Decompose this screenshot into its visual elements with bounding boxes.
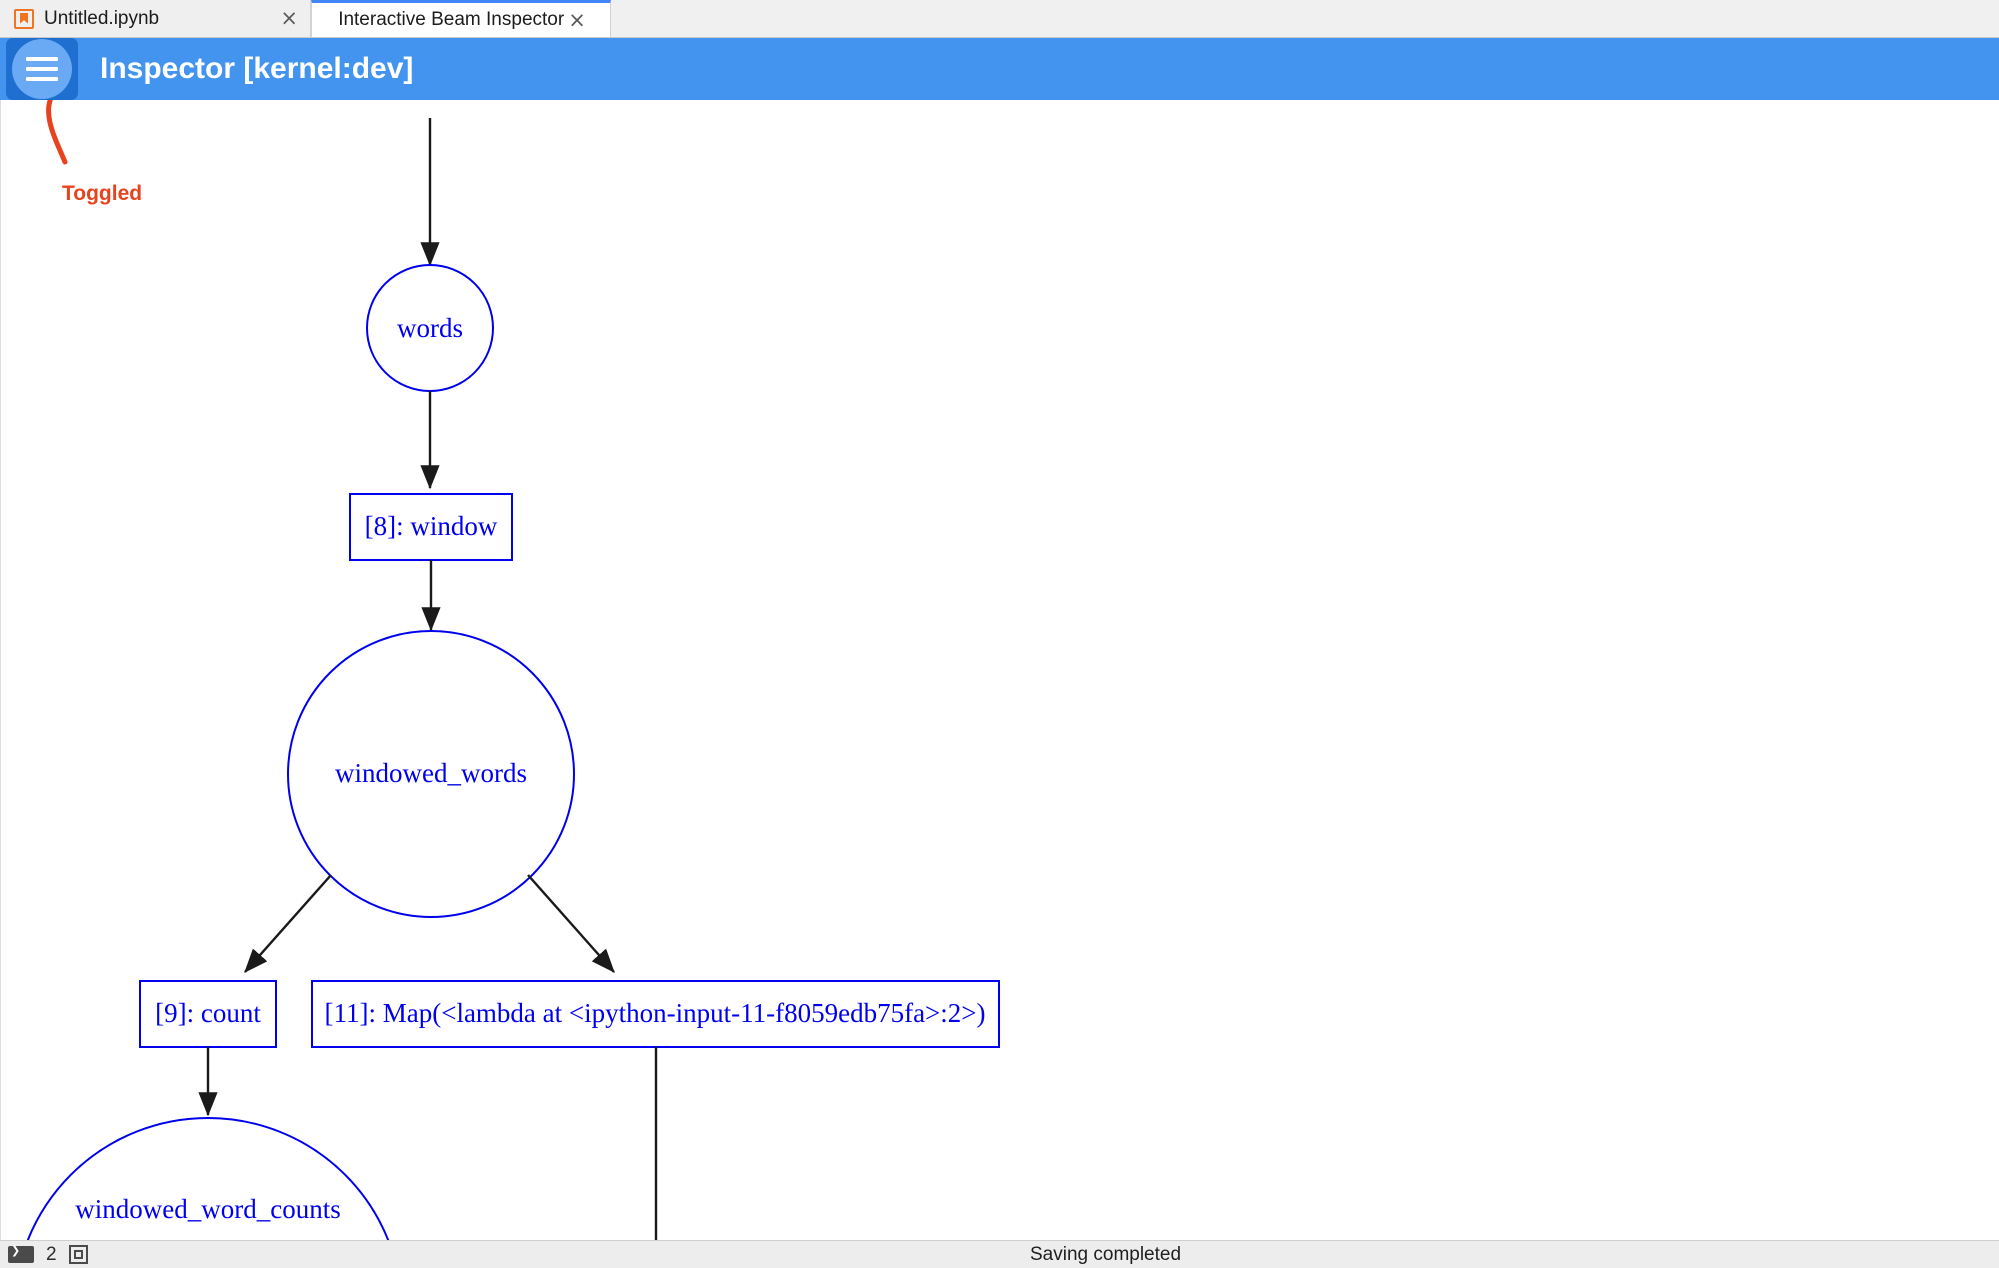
page-title: Inspector [kernel:dev] bbox=[100, 52, 414, 85]
tab-interactive-beam-inspector[interactable]: Interactive Beam Inspector × bbox=[311, 0, 611, 37]
hamburger-bar bbox=[26, 67, 58, 71]
status-bar-left: 2 bbox=[0, 1244, 88, 1266]
chip-icon[interactable] bbox=[68, 1245, 88, 1264]
toggled-annotation: Toggled bbox=[46, 100, 142, 205]
annotation-arrow bbox=[46, 100, 68, 165]
notebook-icon bbox=[14, 8, 34, 29]
hamburger-bar bbox=[26, 57, 58, 61]
node-label: [9]: count bbox=[155, 998, 261, 1028]
status-message: Saving completed bbox=[1030, 1243, 1182, 1265]
pipeline-graph: words [8]: window windowed_words bbox=[14, 118, 1000, 1240]
node-window[interactable]: [8]: window bbox=[349, 493, 513, 561]
node-windowed-words[interactable]: windowed_words bbox=[287, 630, 575, 918]
close-icon[interactable]: × bbox=[568, 7, 586, 32]
status-bar: 2 Saving completed bbox=[0, 1240, 1999, 1268]
node-count[interactable]: [9]: count bbox=[139, 980, 277, 1048]
tab-label: Interactive Beam Inspector bbox=[338, 9, 565, 30]
edge-windowed-words-to-map bbox=[527, 874, 615, 973]
edge-windowed-words-to-count bbox=[244, 874, 332, 973]
tab-bar: Untitled.ipynb × Interactive Beam Inspec… bbox=[0, 0, 1999, 38]
node-label: words bbox=[397, 313, 463, 343]
tab-untitled-ipynb[interactable]: Untitled.ipynb × bbox=[0, 0, 311, 37]
terminal-icon[interactable] bbox=[8, 1244, 34, 1263]
node-label: [8]: window bbox=[365, 511, 498, 541]
node-label: [11]: Map(<lambda at <ipython-input-11-f… bbox=[325, 998, 986, 1028]
hamburger-bar bbox=[26, 77, 58, 81]
annotation-label: Toggled bbox=[62, 182, 142, 205]
node-map[interactable]: [11]: Map(<lambda at <ipython-input-11-f… bbox=[311, 980, 1000, 1048]
inspector-header: Inspector [kernel:dev] bbox=[0, 38, 1999, 100]
node-label: windowed_word_counts bbox=[75, 1194, 340, 1224]
node-label: windowed_words bbox=[335, 758, 527, 788]
hamburger-menu-button[interactable] bbox=[6, 38, 78, 100]
pipeline-graph-canvas[interactable]: words [8]: window windowed_words bbox=[0, 100, 1999, 1240]
kernel-count: 2 bbox=[46, 1243, 57, 1265]
close-icon[interactable]: × bbox=[280, 6, 298, 30]
node-windowed-word-counts[interactable]: windowed_word_counts bbox=[14, 1117, 402, 1240]
hamburger-icon bbox=[12, 39, 72, 99]
tab-label: Untitled.ipynb bbox=[44, 7, 160, 29]
